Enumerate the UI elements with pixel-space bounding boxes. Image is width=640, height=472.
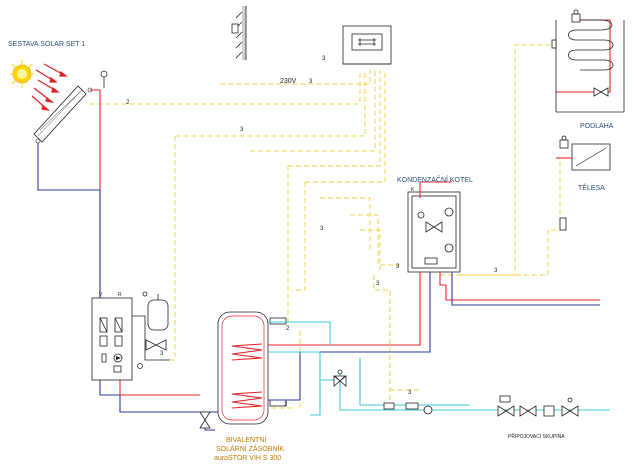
solar-tank [217,311,287,425]
wire-mark: 3 [322,56,326,62]
tank-label-line2: SOLÁRNÍ ZÁSOBNÍK [216,444,284,453]
inlet-group-label: PŘÍPOJOVACÍ SKUPINA [508,432,565,440]
wire-mark: 2 [126,100,130,106]
wall-mount [231,6,247,60]
solar-set-label: SESTAVA SOLAR SET 1 [8,41,85,48]
sun-rays [31,63,68,111]
wire-mark: 3 [240,127,244,133]
radiators-label: TĚLESA [578,183,605,192]
solar-collector-icon [33,85,93,144]
floor-heating-coil-icon [551,9,625,113]
solar-pump-station [91,297,133,381]
wire-mark: 3 [160,351,164,357]
voltage-label: 230V [280,78,297,85]
wire-marks: 3 2 3 3 3 3 2 3 3 2 3 3 [126,56,498,408]
circulation-pump-icon [423,405,433,415]
inlet-group [497,395,579,417]
wire-mark: 3 [376,281,380,287]
drain-valve-icon [199,411,211,429]
wire-mark: 2 [286,326,290,332]
wire-mark: 3 [396,264,400,270]
heat-exchanger-coil-icon [231,343,263,409]
air-vent-icon [100,70,108,88]
station-r-label: R [118,292,122,298]
boiler [407,191,461,273]
tank-label-line3: auroSTOR VIH S 300 [214,455,281,462]
controller-icon [342,25,392,65]
wire-mark: 3 [494,268,498,274]
expansion-vessel-icon [142,291,169,331]
mixing-valve-icon [333,369,347,387]
boiler-label: KONDENZAČNÍ KOTEL [397,175,473,184]
wire-mark: 3 [320,226,324,232]
room-thermostat-icon [231,23,239,34]
electric-wiring [90,44,561,410]
sun-icon [10,60,34,88]
valve-icon [145,339,167,351]
floor-heating-label: PODLAHA [580,123,614,130]
diagram-labels: SESTAVA SOLAR SET 1 KONDENZAČNÍ KOTEL PO… [8,41,614,462]
station-v-label: V [99,292,103,298]
radiator-icon [556,135,611,231]
tank-label-line1: BIVALENTNÍ [226,435,266,444]
wire-mark: 3 [309,79,313,85]
wire-mark: 3 [408,390,412,396]
boiler-k-label: K [411,187,415,193]
wire-mark: 2 [284,402,288,408]
